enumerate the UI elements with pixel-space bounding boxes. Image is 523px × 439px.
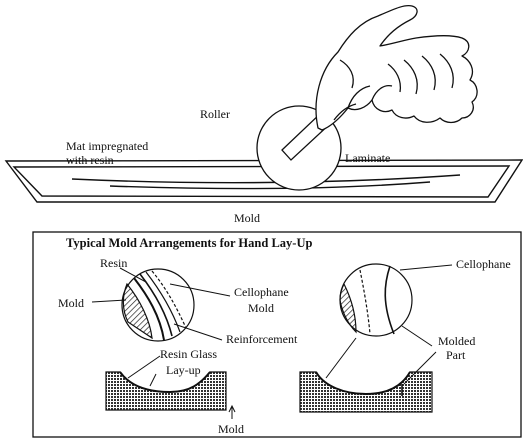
label-resin-glass: Resin Glass xyxy=(160,347,217,361)
label-resin: Resin xyxy=(100,256,127,270)
label-cellophane-left: Cellophane xyxy=(234,285,289,299)
label-mold-bottom: Mold xyxy=(218,422,244,436)
left-detail-circle xyxy=(122,269,194,341)
label-molded: Molded xyxy=(438,334,475,348)
label-reinforcement: Reinforcement xyxy=(226,332,298,346)
label-mat-line1: Mat impregnated xyxy=(66,139,148,153)
label-mat-line2: with resin xyxy=(66,153,114,167)
label-part: Part xyxy=(446,348,466,362)
label-laminate: Laminate xyxy=(345,151,390,165)
label-mold-left-2: Mold xyxy=(248,301,274,315)
label-roller: Roller xyxy=(200,107,230,121)
label-mold-top: Mold xyxy=(234,211,260,225)
hand-sketch xyxy=(316,6,477,130)
label-layup: Lay-up xyxy=(166,363,201,377)
panel-title: Typical Mold Arrangements for Hand Lay-U… xyxy=(66,236,312,250)
label-cellophane-right: Cellophane xyxy=(456,257,511,271)
right-detail-circle xyxy=(340,264,412,336)
label-mold-left: Mold xyxy=(58,296,84,310)
